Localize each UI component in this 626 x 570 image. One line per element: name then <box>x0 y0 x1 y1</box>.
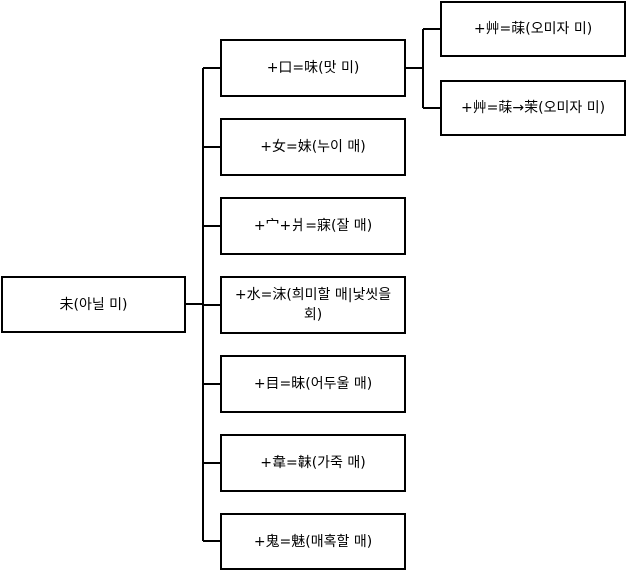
node-omija1: +艸=菋(오미자 미) <box>440 1 626 57</box>
node-mae5: +鬼=魅(매혹할 매) <box>220 513 406 570</box>
root-node: 未(아닐 미) <box>1 276 186 333</box>
node-mae2: +宀+爿=寐(잘 매) <box>220 197 406 255</box>
node-omija2: +艸=菋→茉(오미자 미) <box>440 80 626 136</box>
node-mi: +口=味(맛 미) <box>220 39 406 97</box>
node-hoe: +水=沫(희미할 매|낯씻을 회) <box>220 276 406 334</box>
node-mae1: +女=妹(누이 매) <box>220 118 406 176</box>
node-mae4: +韋=韎(가죽 매) <box>220 434 406 492</box>
node-mae3: +目=昧(어두울 매) <box>220 355 406 413</box>
